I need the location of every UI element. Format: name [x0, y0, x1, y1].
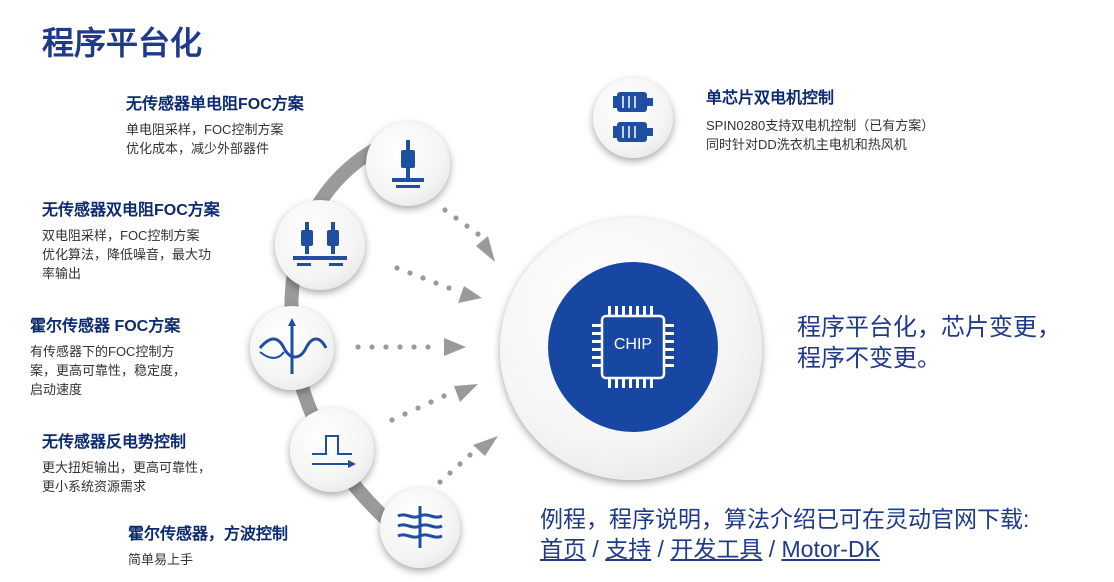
feature-1-line-2: 优化成本，减少外部器件 [126, 141, 270, 156]
platform-note: 程序平台化，芯片变更， 程序不变更。 [797, 312, 1061, 374]
link-dev-tools[interactable]: 开发工具 [670, 536, 763, 562]
chip-icon [592, 306, 674, 388]
dual-motor-block: 单芯片双电机控制 SPIN0280支持双电机控制（已有方案） 同时针对DD洗衣机… [706, 84, 934, 154]
hall-square-wave-icon [380, 488, 460, 568]
link-home[interactable]: 首页 [540, 536, 586, 562]
link-separator: / [586, 536, 606, 562]
link-support[interactable]: 支持 [605, 536, 652, 562]
link-separator: / [762, 536, 782, 562]
feature-3-line-2: 案，更高可靠性，稳定度， [30, 363, 187, 378]
chip-core: CHIP [548, 262, 718, 432]
dotted-arrow-4 [389, 384, 478, 423]
feature-5-line-1: 简单易上手 [128, 552, 194, 567]
feature-4-title: 无传感器反电势控制 [42, 434, 187, 451]
dual-motor-line-2: 同时针对DD洗衣机主电机和热风机 [706, 137, 907, 152]
feature-5-title: 霍尔传感器，方波控制 [128, 526, 289, 543]
dotted-arrow-3 [355, 338, 466, 356]
feature-2-line-2: 优化算法，降低噪音，最大功 [42, 247, 212, 262]
dotted-arrows [355, 207, 498, 485]
feature-2: 无传感器双电阻FOC方案 双电阻采样，FOC控制方案 优化算法，降低噪音，最大功… [42, 196, 220, 283]
hall-sine-icon [250, 306, 334, 390]
feature-3: 霍尔传感器 FOC方案 有传感器下的FOC控制方 案，更高可靠性，稳定度， 启动… [30, 312, 186, 399]
chip-label: CHIP [613, 336, 653, 353]
dotted-arrow-5 [437, 436, 498, 485]
pulse-icon [290, 408, 374, 492]
dual-motor-title: 单芯片双电机控制 [706, 90, 835, 107]
download-info: 例程，程序说明，算法介绍已可在灵动官网下载: 首页 / 支持 / 开发工具 / … [540, 504, 1029, 564]
feature-4-line-1: 更大扭矩输出，更高可靠性， [42, 460, 212, 475]
feature-2-line-1: 双电阻采样，FOC控制方案 [42, 228, 200, 243]
dotted-arrow-2 [394, 265, 482, 303]
feature-2-line-3: 率输出 [42, 266, 82, 281]
dual-motor-line-1: SPIN0280支持双电机控制（已有方案） [706, 118, 935, 133]
feature-4: 无传感器反电势控制 更大扭矩输出，更高可靠性， 更小系统资源需求 [42, 428, 211, 496]
feature-1: 无传感器单电阻FOC方案 单电阻采样，FOC控制方案 优化成本，减少外部器件 [126, 90, 304, 158]
download-links: 首页 / 支持 / 开发工具 / Motor-DK [540, 534, 1029, 564]
dotted-arrow-1 [442, 207, 495, 262]
dual-motor-icon [593, 78, 673, 158]
feature-5: 霍尔传感器，方波控制 简单易上手 [128, 520, 288, 569]
link-separator: / [651, 536, 671, 562]
download-text: 例程，程序说明，算法介绍已可在灵动官网下载: [540, 506, 1030, 532]
feature-4-line-2: 更小系统资源需求 [42, 479, 147, 494]
feature-3-line-1: 有传感器下的FOC控制方 [30, 344, 175, 359]
feature-1-title: 无传感器单电阻FOC方案 [126, 96, 304, 113]
feature-1-line-1: 单电阻采样，FOC控制方案 [126, 122, 284, 137]
link-motor-dk[interactable]: Motor-DK [781, 536, 880, 562]
dual-resistor-icon [275, 200, 365, 290]
feature-3-title: 霍尔传感器 FOC方案 [30, 318, 181, 335]
feature-2-title: 无传感器双电阻FOC方案 [42, 202, 220, 219]
page-title: 程序平台化 [42, 25, 203, 61]
feature-3-line-3: 启动速度 [30, 382, 83, 397]
single-resistor-icon [366, 122, 450, 206]
platform-note-line-2: 程序不变更。 [797, 345, 941, 372]
platform-note-line-1: 程序平台化，芯片变更， [797, 314, 1061, 341]
